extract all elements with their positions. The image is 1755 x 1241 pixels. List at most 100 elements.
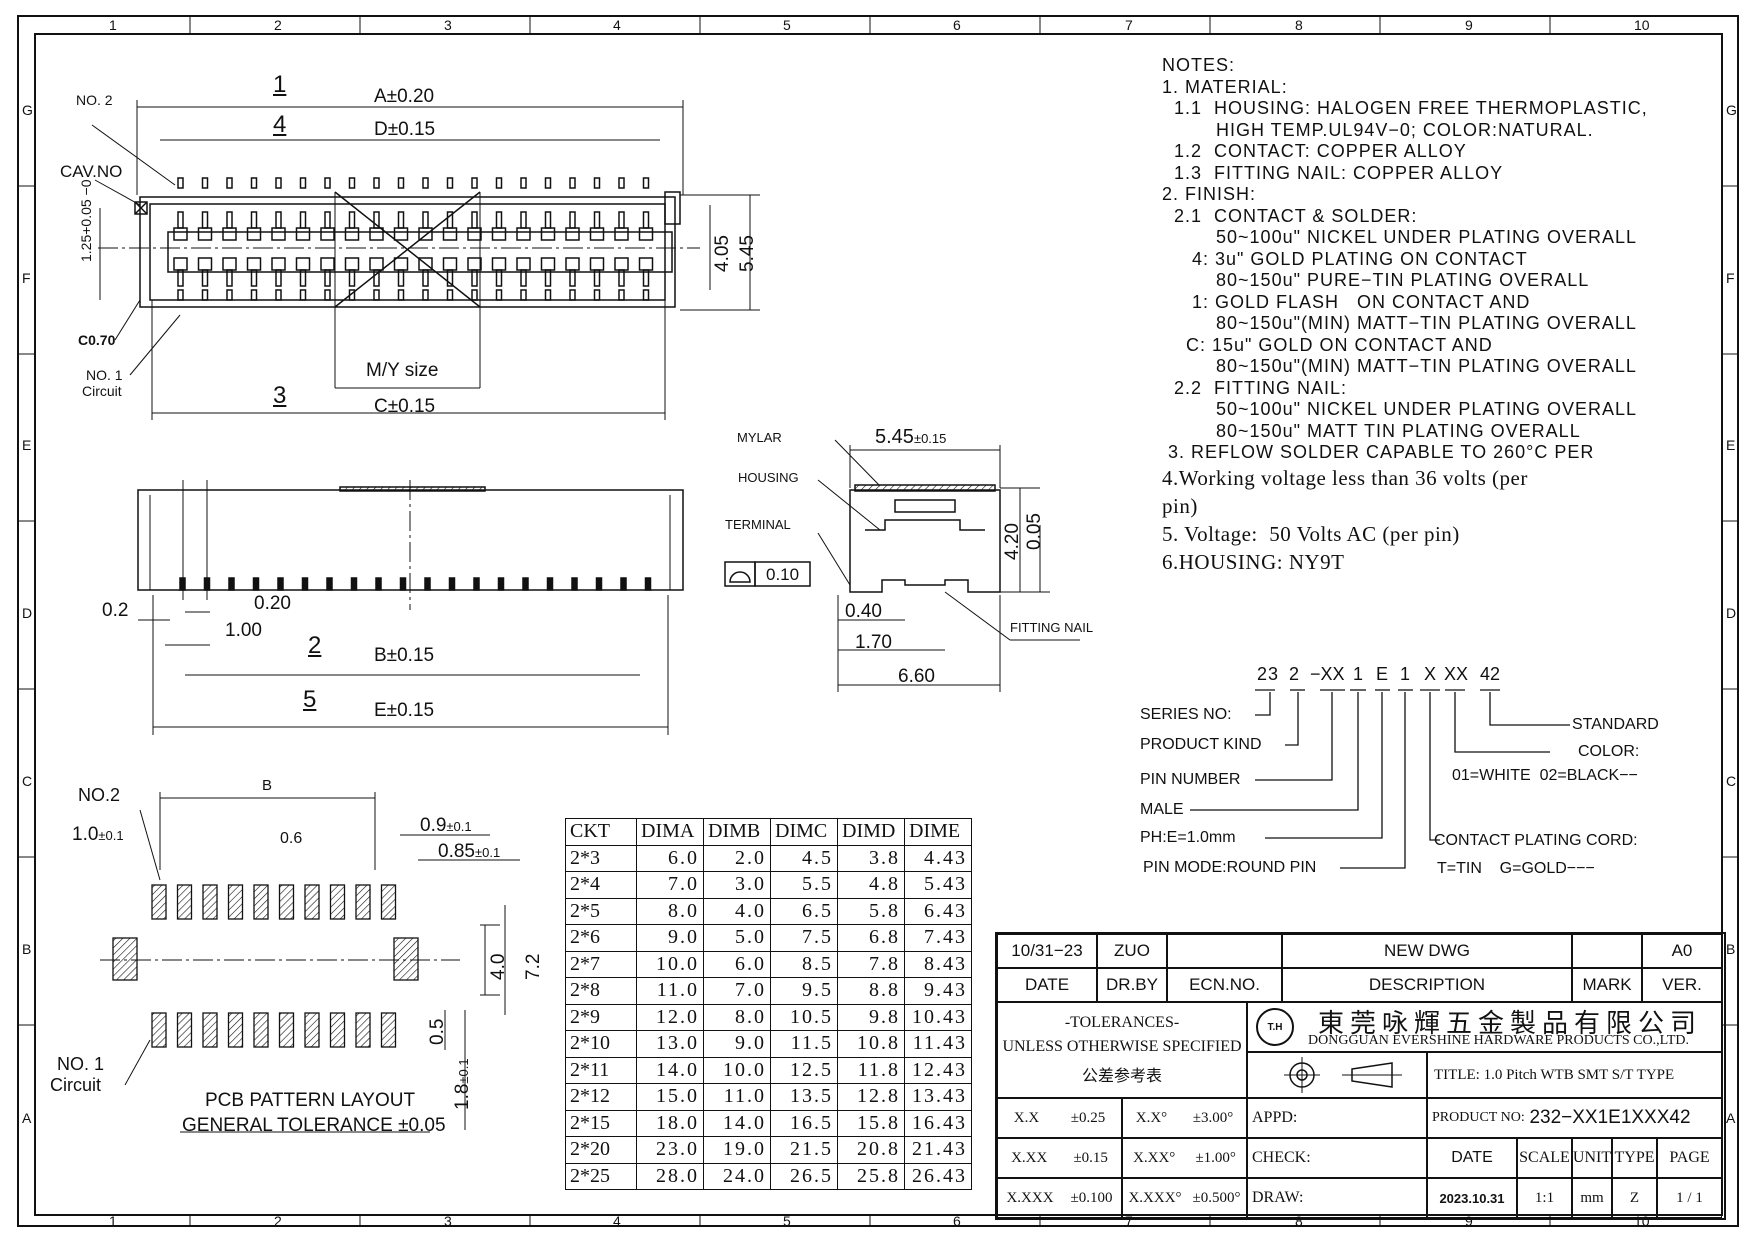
table-cell: 2*6 [565, 924, 637, 952]
row-letter: D [1726, 605, 1737, 621]
dim-d: D±0.15 [374, 119, 436, 140]
table-cell: 2*15 [565, 1109, 637, 1137]
row-letter: E [22, 437, 32, 453]
table-cell: 6.0 [636, 844, 704, 872]
note-line: 5. Voltage: 50 Volts AC (per pin) [1162, 521, 1460, 546]
h-desc: DESCRIPTION [1282, 968, 1572, 1002]
row-letter: C [1726, 773, 1737, 789]
table-cell: 15.0 [636, 1083, 704, 1111]
table-cell: 4.0 [703, 897, 771, 925]
table-cell: 10.0 [703, 1056, 771, 1084]
h-ver: VER. [1642, 968, 1722, 1002]
table-header: DIMB [703, 818, 771, 846]
label-mode: PIN MODE:ROUND PIN [1143, 859, 1317, 876]
row-letter: F [1726, 270, 1735, 286]
note-line: 4: 3u" GOLD PLATING ON CONTACT [1162, 248, 1528, 269]
table-cell: 5.5 [770, 871, 838, 899]
logo-icon: T.H [1256, 1008, 1294, 1046]
c-type: TYPE [1612, 1138, 1657, 1178]
col-number: 7 [1125, 17, 1133, 33]
table-cell: 8.8 [837, 977, 905, 1005]
table-cell: 9.0 [636, 924, 704, 952]
dim-02: 0.2 [102, 600, 129, 621]
table-cell: 13.0 [636, 1030, 704, 1058]
dim-660: 6.60 [898, 666, 935, 687]
table-cell: 7.5 [770, 924, 838, 952]
col-number: 6 [953, 17, 961, 33]
table-cell: 2*10 [565, 1030, 637, 1058]
note-line: 6.HOUSING: NY9T [1162, 549, 1345, 574]
appd: APPD: [1247, 1098, 1427, 1138]
top-view [91, 100, 760, 420]
pcb-title: PCB PATTERN LAYOUT [205, 1090, 416, 1111]
table-cell: 12.0 [636, 1003, 704, 1031]
code-xx: −XX [1310, 664, 1345, 684]
col-number: 4 [613, 1213, 621, 1229]
h-date: DATE [997, 968, 1097, 1002]
table-cell: 7.8 [837, 950, 905, 978]
title-block: 10/31−23 ZUO NEW DWG A0 DATE DR.BY ECN.N… [995, 932, 1726, 1220]
label-my-size: M/Y size [366, 360, 439, 381]
company-cell: T.H 東莞咏輝五金製品有限公司 DONGGUAN EVERSHINE HARD… [1247, 1002, 1722, 1052]
table-cell: 9.43 [904, 977, 972, 1005]
note-line: C: 15u" GOLD ON CONTACT AND [1162, 334, 1493, 355]
table-cell: 2*9 [565, 1003, 637, 1031]
dim-420: 4.20 [1002, 523, 1023, 560]
label-color-opts: 01=WHITE 02=BLACK−− [1452, 767, 1638, 784]
table-cell: 2*11 [565, 1056, 637, 1084]
dim-100: 1.00 [225, 620, 262, 641]
table-cell: 11.8 [837, 1056, 905, 1084]
rev-by: ZUO [1097, 934, 1167, 968]
label-plating-opts: T=TIN G=GOLD−−− [1437, 860, 1595, 877]
col-number: 9 [1465, 1213, 1473, 1229]
col-number: 3 [444, 17, 452, 33]
pcb-no1: NO. 1 [57, 1054, 105, 1074]
label-housing: HOUSING [738, 470, 799, 485]
col-number: 6 [953, 1213, 961, 1229]
row-letter: C [22, 773, 33, 789]
col-number: 5 [783, 1213, 791, 1229]
tolerance-header: -TOLERANCES- UNLESS OTHERWISE SPECIFIED … [997, 1002, 1247, 1098]
note-line: 80~150u"(MIN) MATT−TIN PLATING OVERALL [1162, 356, 1637, 376]
table-cell: 2*12 [565, 1083, 637, 1111]
pcb-tolerance: GENERAL TOLERANCE ±0.05 [182, 1115, 446, 1136]
label-standard: STANDARD [1572, 716, 1659, 733]
dim-170: 1.70 [855, 632, 892, 653]
dim-a: A±0.20 [374, 86, 435, 107]
mark-3: 3 [273, 382, 287, 409]
table-cell: 2*8 [565, 977, 637, 1005]
code-23: 23 [1257, 664, 1280, 684]
product-number: 232−XX1E1XXX42 [1529, 1107, 1691, 1128]
label-fitting-nail: FITTING NAIL [1010, 620, 1094, 635]
table-cell: 13.43 [904, 1083, 972, 1111]
table-cell: 9.5 [770, 977, 838, 1005]
rev-ecn [1167, 934, 1282, 968]
label-no1: NO. 1 [86, 367, 123, 383]
outer-border [17, 15, 1739, 1227]
table-cell: 24.0 [703, 1162, 771, 1190]
table-cell: 2.0 [703, 844, 771, 872]
c-unit: UNIT [1572, 1138, 1612, 1178]
note-line: 2. FINISH: [1162, 184, 1257, 204]
h-drby: DR.BY [1097, 968, 1167, 1002]
row-letter: F [22, 270, 31, 286]
col-number: 8 [1295, 17, 1303, 33]
table-cell: 11.0 [703, 1083, 771, 1111]
table-cell: 11.5 [770, 1030, 838, 1058]
table-header: CKT [565, 818, 637, 846]
notes-block: NOTES:1. MATERIAL: 1.1 HOUSING: HALOGEN … [1162, 55, 1648, 576]
table-cell: 6.0 [703, 950, 771, 978]
note-line: HIGH TEMP.UL94V−0; COLOR:NATURAL. [1162, 119, 1594, 140]
dim-545: 5.45 [737, 235, 758, 272]
table-cell: 10.8 [837, 1030, 905, 1058]
label-kind: PRODUCT KIND [1140, 736, 1262, 753]
v-page: 1 / 1 [1657, 1178, 1722, 1218]
tol-row1b: X.X°±3.00° [1122, 1098, 1247, 1138]
table-cell: 7.0 [636, 871, 704, 899]
